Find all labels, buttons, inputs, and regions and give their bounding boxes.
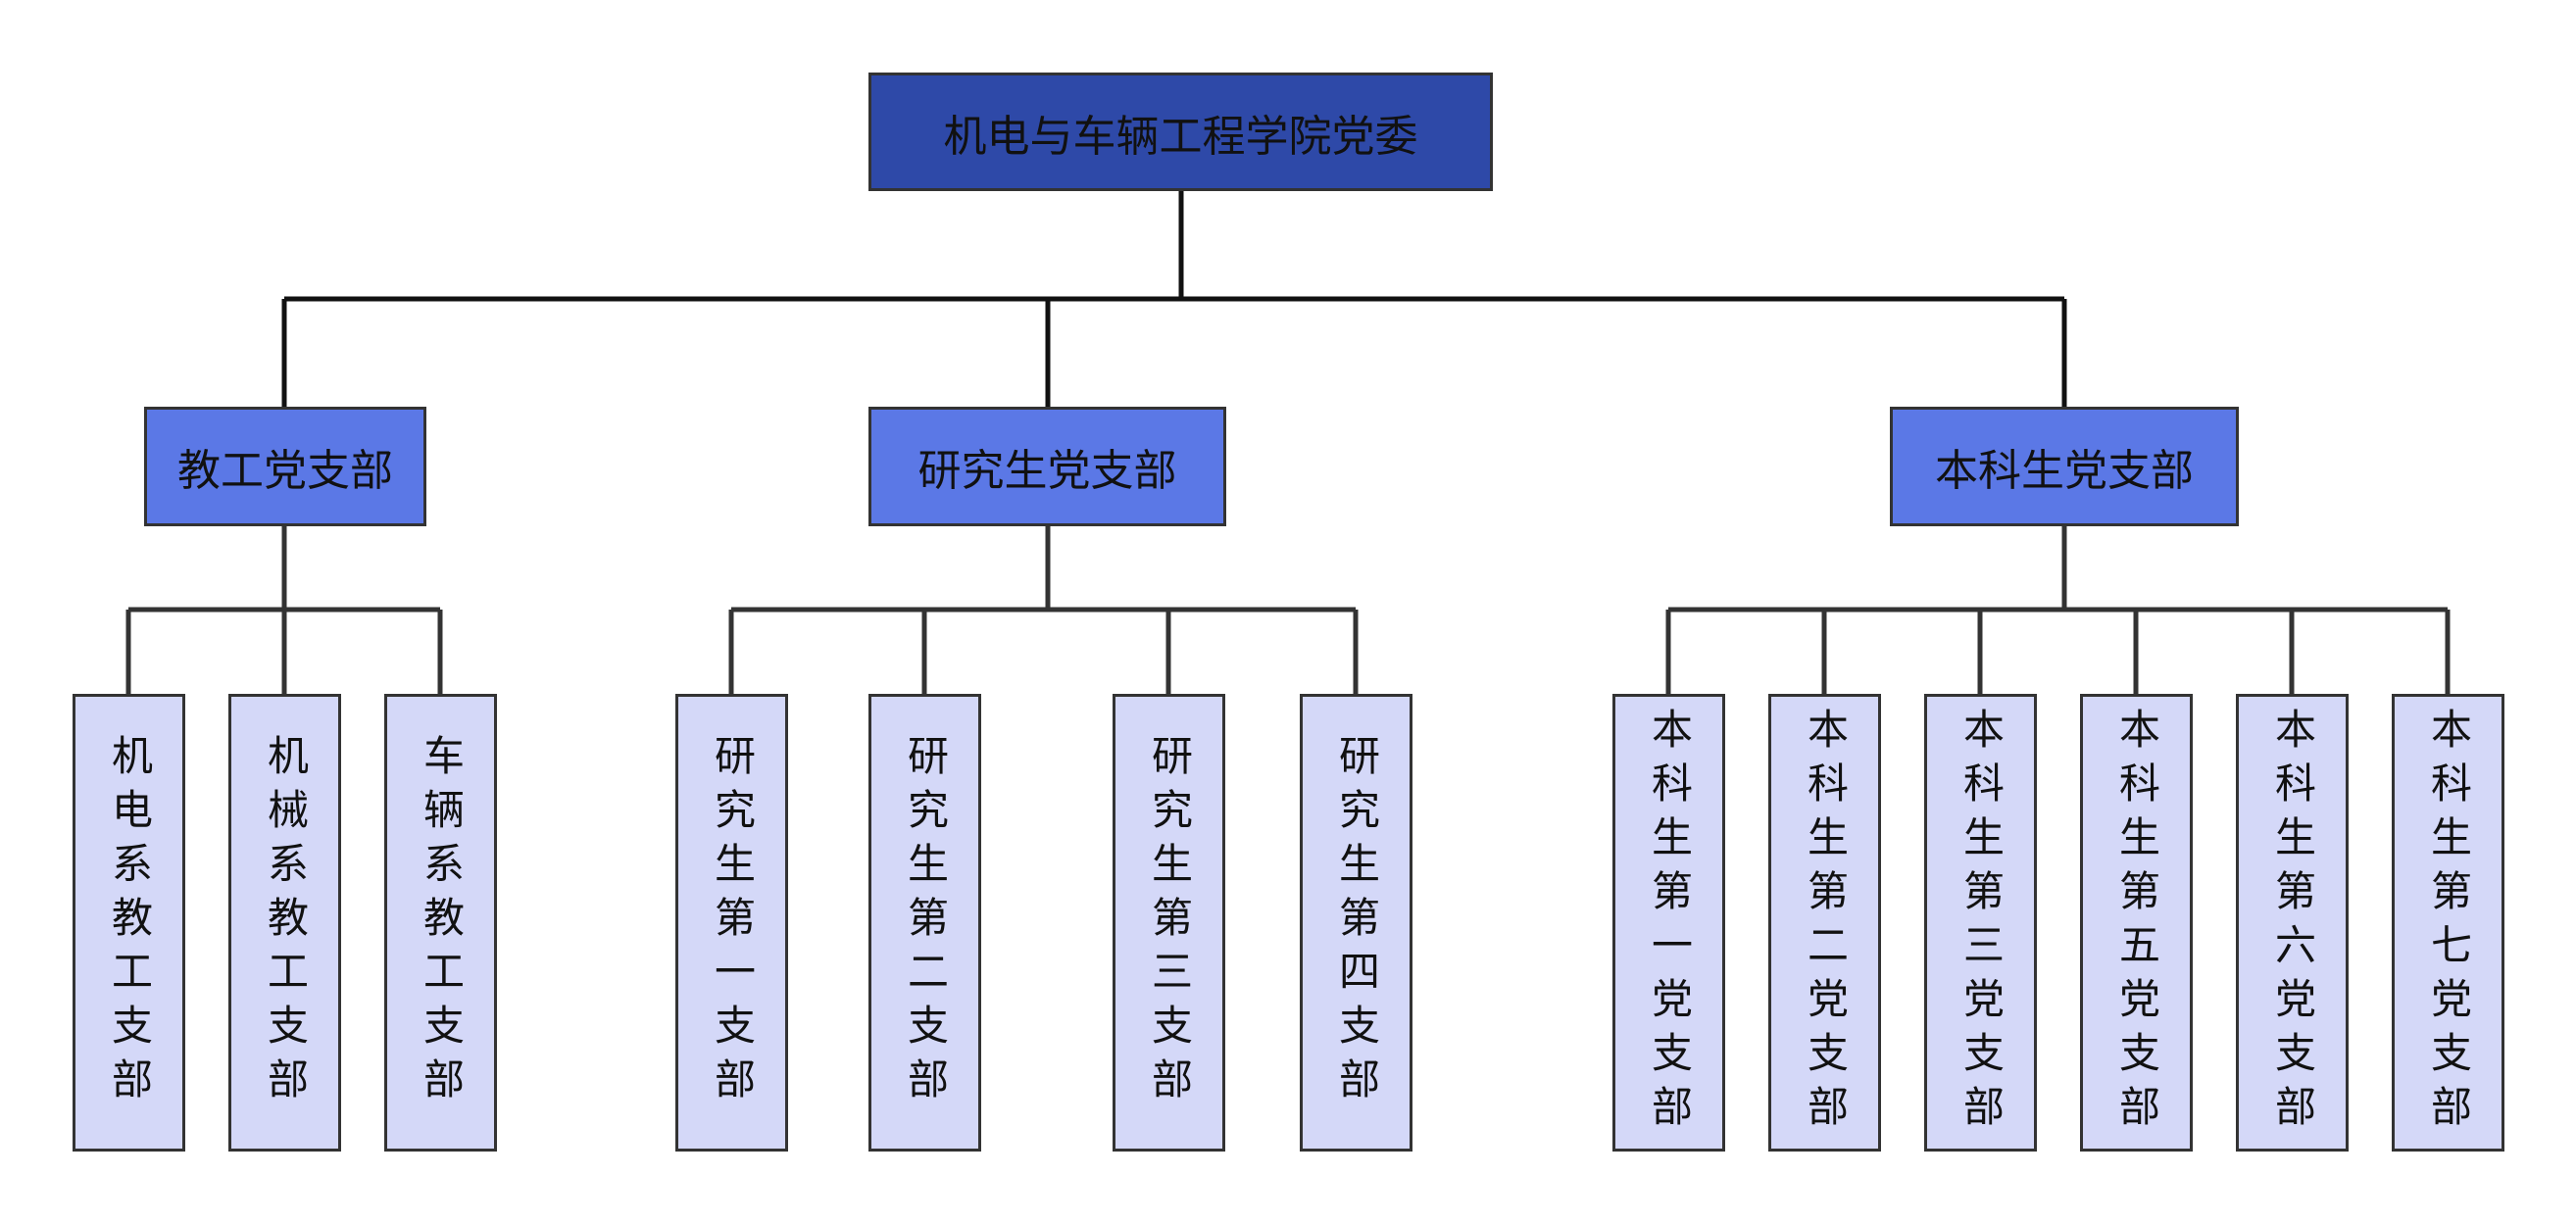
leaf-label: 本科生第六党支部 bbox=[2268, 707, 2317, 1139]
leaf-label: 本科生第一党支部 bbox=[1645, 707, 1694, 1139]
leaf-label: 车辆系教工支部 bbox=[417, 734, 466, 1111]
branch-node-faculty: 教工党支部 bbox=[144, 407, 426, 526]
leaf-node: 机电系教工支部 bbox=[73, 694, 185, 1152]
branch-label: 本科生党支部 bbox=[1935, 446, 2194, 496]
leaf-label: 研究生第二支部 bbox=[901, 734, 950, 1111]
leaf-node: 车辆系教工支部 bbox=[384, 694, 497, 1152]
leaf-node: 本科生第二党支部 bbox=[1768, 694, 1881, 1152]
leaf-label: 研究生第一支部 bbox=[708, 734, 757, 1111]
leaf-node: 本科生第一党支部 bbox=[1612, 694, 1725, 1152]
leaf-label: 本科生第七党支部 bbox=[2424, 707, 2473, 1139]
leaf-label: 机电系教工支部 bbox=[105, 734, 154, 1111]
leaf-node: 研究生第一支部 bbox=[675, 694, 788, 1152]
root-node: 机电与车辆工程学院党委 bbox=[868, 73, 1493, 191]
branch-node-undergraduate: 本科生党支部 bbox=[1890, 407, 2239, 526]
leaf-node: 研究生第三支部 bbox=[1113, 694, 1225, 1152]
branch-label: 教工党支部 bbox=[177, 446, 393, 496]
leaf-node: 研究生第二支部 bbox=[868, 694, 981, 1152]
leaf-label: 本科生第二党支部 bbox=[1801, 707, 1850, 1139]
root-label: 机电与车辆工程学院党委 bbox=[943, 111, 1418, 162]
branch-node-graduate: 研究生党支部 bbox=[868, 407, 1226, 526]
leaf-node: 研究生第四支部 bbox=[1300, 694, 1412, 1152]
leaf-label: 研究生第三支部 bbox=[1145, 734, 1194, 1111]
leaf-label: 本科生第三党支部 bbox=[1957, 707, 2006, 1139]
leaf-label: 机械系教工支部 bbox=[261, 734, 310, 1111]
leaf-label: 本科生第五党支部 bbox=[2112, 707, 2161, 1139]
leaf-label: 研究生第四支部 bbox=[1332, 734, 1381, 1111]
leaf-node: 机械系教工支部 bbox=[228, 694, 341, 1152]
leaf-node: 本科生第三党支部 bbox=[1924, 694, 2037, 1152]
leaf-node: 本科生第五党支部 bbox=[2080, 694, 2193, 1152]
leaf-node: 本科生第七党支部 bbox=[2392, 694, 2504, 1152]
branch-label: 研究生党支部 bbox=[917, 446, 1177, 496]
leaf-node: 本科生第六党支部 bbox=[2236, 694, 2349, 1152]
